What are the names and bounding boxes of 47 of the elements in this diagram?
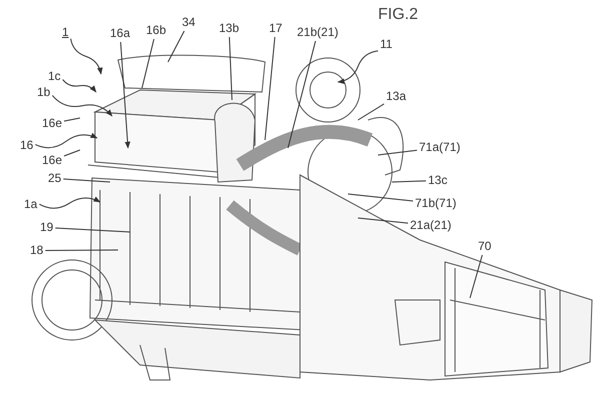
callout-number: 71a(71) bbox=[419, 141, 460, 154]
leader-line bbox=[142, 38, 154, 88]
callout-number: 17 bbox=[269, 22, 282, 35]
figure-title: FIG.2 bbox=[378, 6, 418, 24]
callout-number: 13c bbox=[428, 174, 448, 187]
leader-arrow bbox=[337, 50, 378, 84]
leader-arrow bbox=[62, 79, 96, 93]
callout-number: 1 bbox=[62, 26, 69, 39]
leader-line bbox=[44, 250, 118, 251]
leader-line bbox=[392, 180, 426, 182]
callout-number: 16 bbox=[20, 139, 34, 152]
callout-number: 1a bbox=[24, 198, 38, 211]
callout-number: 13a bbox=[386, 90, 406, 103]
callout-number: 16e bbox=[42, 117, 62, 130]
leader-line bbox=[378, 150, 418, 156]
leader-arrow bbox=[38, 196, 101, 209]
leader-line bbox=[348, 194, 414, 202]
leader-line bbox=[264, 36, 276, 140]
callout-number: 21b(21) bbox=[297, 26, 338, 39]
leader-line bbox=[358, 103, 384, 120]
leader-line bbox=[64, 150, 80, 156]
callout-number: 16e bbox=[42, 154, 62, 167]
callout-number: 11 bbox=[380, 38, 392, 51]
callout-number: 13b bbox=[219, 22, 240, 35]
callout-number: 18 bbox=[30, 244, 44, 257]
leader-line bbox=[228, 36, 232, 100]
leader-line bbox=[62, 178, 110, 182]
callout-number: 34 bbox=[182, 16, 196, 29]
leader-line bbox=[470, 254, 483, 298]
callout-number: 71b(71) bbox=[415, 197, 456, 210]
leader-line bbox=[54, 227, 130, 232]
callout-number: 1b bbox=[37, 86, 50, 99]
callout-number: 16b bbox=[146, 24, 166, 37]
leader-line bbox=[168, 30, 185, 62]
callout-number: 19 bbox=[40, 221, 54, 234]
leader-line bbox=[288, 40, 316, 148]
leader-arrow bbox=[120, 42, 130, 149]
leader-arrow bbox=[70, 38, 102, 75]
leader-line bbox=[64, 118, 80, 122]
callout-number: 21a(21) bbox=[410, 219, 452, 232]
callout-number: 1c bbox=[48, 70, 61, 83]
callout-number: 16a bbox=[110, 27, 130, 40]
leader-arrow bbox=[52, 94, 112, 117]
leader-arrow bbox=[34, 132, 98, 148]
leader-line bbox=[358, 218, 408, 224]
callout-number: 25 bbox=[48, 172, 62, 185]
callout-number: 70 bbox=[478, 240, 492, 253]
